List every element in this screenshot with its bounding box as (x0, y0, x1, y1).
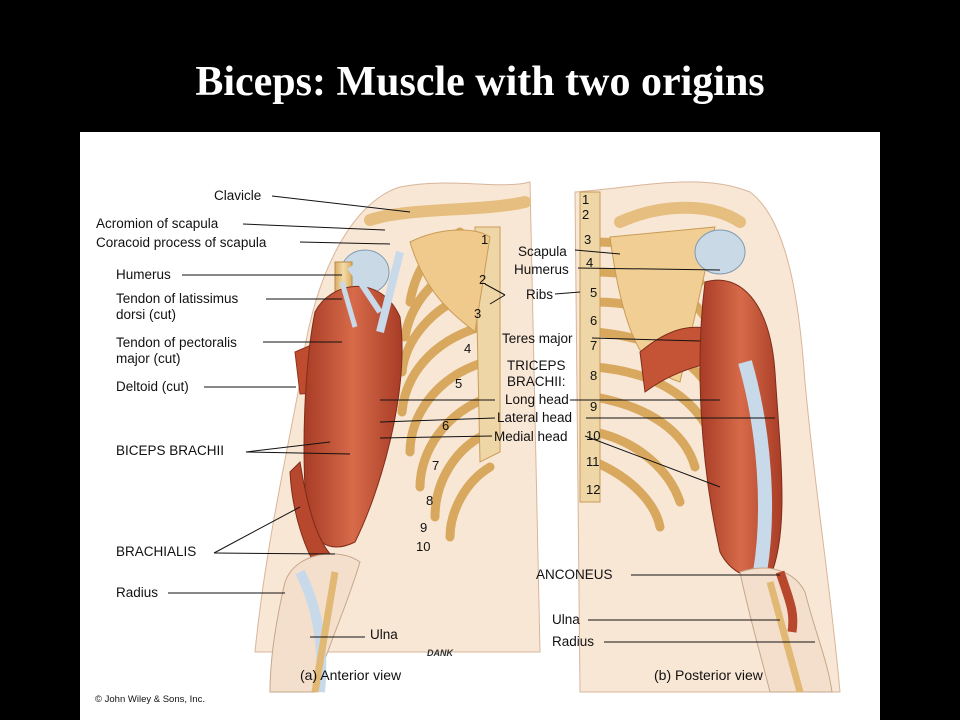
rib-number-anterior: 9 (420, 520, 428, 535)
label-lateral-head: Lateral head (497, 410, 573, 425)
label-medial-head: Medial head (494, 429, 568, 444)
label-clavicle: Clavicle (214, 188, 262, 203)
rib-number-posterior: 11 (586, 454, 600, 469)
label-ulna-posterior: Ulna (552, 612, 580, 627)
rib-number-anterior: 7 (432, 458, 440, 473)
label-coracoid-process: Coracoid process of scapula (96, 235, 267, 250)
label-teres-major: Teres major (502, 331, 573, 346)
rib-number-posterior: 9 (590, 399, 598, 414)
anterior-scapula (409, 229, 491, 333)
slide-title: Biceps: Muscle with two origins (195, 59, 765, 105)
rib-number-anterior: 5 (455, 376, 463, 391)
caption-anterior-view: (a) Anterior view (300, 667, 402, 683)
label-anconeus: ANCONEUS (536, 567, 613, 582)
rib-number-posterior: 12 (586, 482, 601, 497)
label-humerus-posterior: Humerus (514, 262, 569, 277)
label-tendon-pectoralis-line2: major (cut) (116, 351, 181, 366)
label-tendon-latissimus-line1: Tendon of latissimus (116, 291, 239, 306)
label-radius-posterior: Radius (552, 634, 595, 649)
rib-number-anterior: 10 (416, 539, 431, 554)
label-tendon-latissimus-line2: dorsi (cut) (116, 307, 177, 322)
anterior-leader-lines (168, 195, 411, 638)
label-brachialis: BRACHIALIS (116, 544, 197, 559)
label-humerus-anterior: Humerus (116, 267, 171, 282)
artist-signature: DANK (427, 648, 453, 658)
anatomy-illustration (168, 181, 841, 693)
rib-number-posterior: 8 (590, 368, 598, 383)
label-deltoid-cut: Deltoid (cut) (116, 379, 189, 394)
rib-number-anterior: 6 (442, 418, 450, 433)
label-triceps-line2: BRACHII: (507, 374, 566, 389)
biceps-muscle-shape (303, 285, 403, 548)
label-long-head: Long head (505, 392, 569, 407)
rib-number-anterior: 3 (474, 306, 482, 321)
label-radius-anterior: Radius (116, 585, 159, 600)
rib-number-posterior: 1 (582, 192, 590, 207)
rib-number-anterior: 4 (464, 341, 472, 356)
rib-number-posterior: 4 (586, 255, 594, 270)
posterior-leader-lines (588, 574, 815, 643)
label-tendon-pectoralis-line1: Tendon of pectoralis (116, 335, 237, 350)
label-scapula: Scapula (518, 244, 567, 259)
label-triceps-line1: TRICEPS (507, 358, 566, 373)
label-ulna-anterior: Ulna (370, 627, 398, 642)
rib-number-posterior: 6 (590, 313, 598, 328)
anterior-clavicle (364, 196, 531, 226)
rib-number-posterior: 7 (590, 338, 598, 353)
rib-number-posterior: 5 (590, 285, 598, 300)
vertebral-column (579, 191, 601, 503)
middle-leader-lines (379, 249, 775, 488)
rib-number-anterior: 1 (481, 232, 489, 247)
label-biceps-brachii: BICEPS BRACHII (116, 443, 225, 458)
rib-number-anterior: 8 (426, 493, 434, 508)
rib-number-anterior: 2 (479, 272, 487, 287)
caption-posterior-view: (b) Posterior view (654, 667, 763, 683)
illustration-panel: Clavicle Acromion of scapula Coracoid pr… (80, 132, 880, 720)
label-ribs: Ribs (526, 287, 554, 302)
copyright-notice: © John Wiley & Sons, Inc. (95, 694, 205, 705)
rib-number-posterior: 3 (584, 232, 592, 247)
rib-number-posterior: 2 (582, 207, 590, 222)
rib-number-posterior: 10 (586, 428, 601, 443)
label-acromion-of-scapula: Acromion of scapula (96, 216, 219, 231)
